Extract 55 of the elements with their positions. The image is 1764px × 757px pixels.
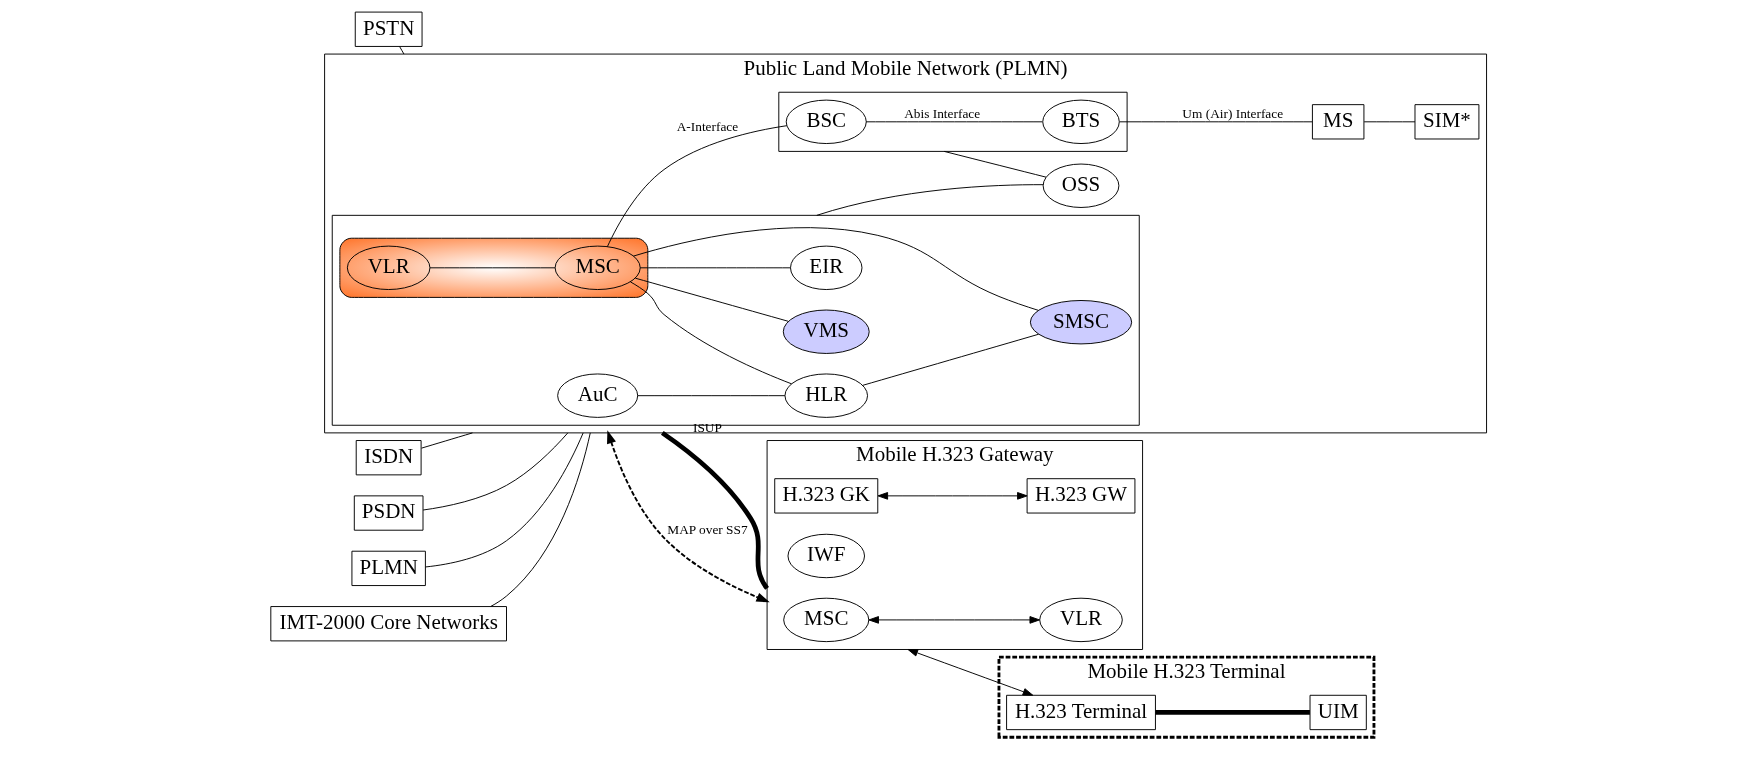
node-box: SIM* [1414, 104, 1479, 140]
node-box: MS [1311, 104, 1364, 140]
node-ellipse: EIR [789, 245, 862, 290]
node-box: H.323 GW [1026, 478, 1135, 514]
node-ellipse: SMSC [1029, 300, 1132, 345]
node-box: H.323 Terminal [1005, 694, 1156, 731]
node-box: ISDN [355, 440, 422, 476]
connector [632, 227, 1039, 311]
connector [420, 432, 473, 449]
node-ellipse: OSS [1042, 163, 1119, 208]
connector [489, 432, 591, 607]
connector [606, 125, 787, 248]
connector [422, 432, 568, 511]
edge-label: A-Interface [676, 118, 738, 134]
connector [943, 150, 1047, 178]
edge-label: MAP over SS7 [666, 522, 748, 538]
node-box: PSDN [353, 495, 423, 531]
node-ellipse: VMS [782, 309, 870, 354]
connector [1154, 710, 1310, 715]
arrow [877, 492, 1028, 500]
connector [1363, 121, 1415, 123]
cluster [331, 214, 1140, 426]
arrow [606, 430, 770, 603]
connector [634, 277, 789, 322]
connector [815, 184, 1044, 216]
connector [660, 430, 769, 590]
node-ellipse: BTS [1041, 99, 1120, 144]
connector [629, 281, 792, 385]
node-ellipse: MSC [554, 245, 641, 290]
connector [429, 267, 555, 269]
connector [639, 267, 791, 269]
node-box: PLMN [350, 550, 426, 587]
node-ellipse: MSC [782, 597, 869, 643]
node-box: IMT-2000 Core Networks [269, 606, 507, 642]
edge-label: Um (Air) Interface [1181, 106, 1283, 122]
node-box: H.323 GK [773, 478, 878, 514]
connector [398, 46, 404, 55]
node-ellipse: IWF [787, 533, 865, 579]
connector [424, 432, 584, 568]
cluster [338, 237, 648, 298]
node-ellipse: AuC [556, 373, 638, 418]
node-box: PSTN [354, 11, 423, 47]
arrow [907, 649, 1033, 696]
arrow [867, 616, 1040, 624]
cluster [777, 91, 1128, 152]
node-box: UIM [1309, 694, 1367, 731]
connector [1118, 121, 1313, 123]
connector [861, 333, 1039, 386]
node-ellipse: BSC [785, 99, 867, 144]
edge-label: Abis Interface [903, 106, 980, 122]
node-ellipse: VLR [346, 245, 430, 290]
connector [636, 395, 785, 397]
connector [865, 121, 1043, 123]
node-ellipse: VLR [1038, 597, 1123, 643]
node-ellipse: HLR [784, 373, 868, 418]
